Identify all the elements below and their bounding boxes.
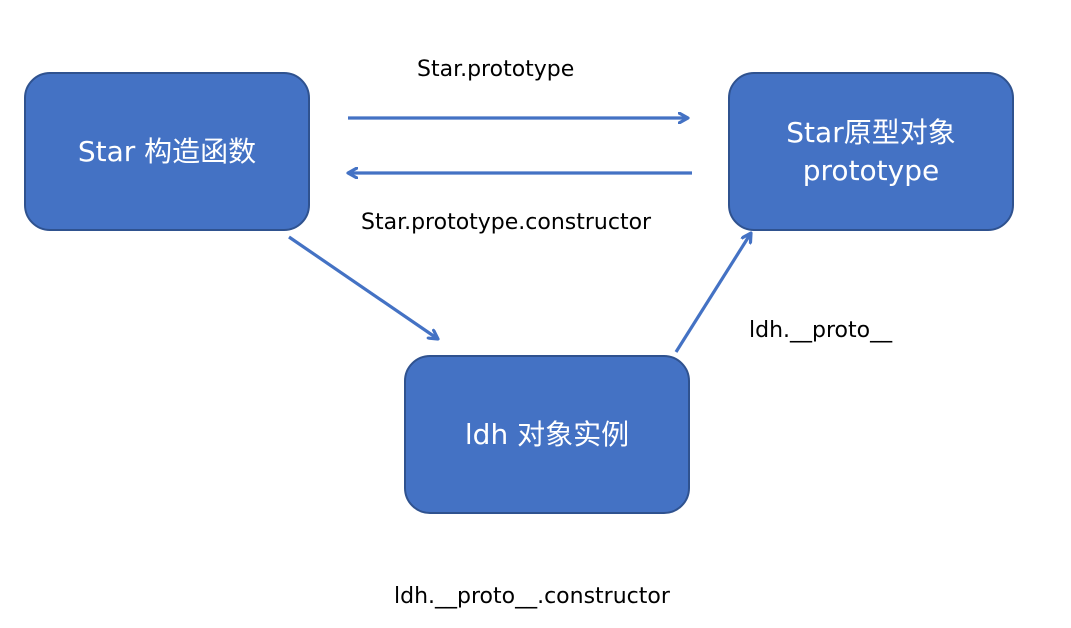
arrow-ldh-to-prototype [674,233,751,353]
ldh-instance-node: ldh 对象实例 [404,355,690,514]
edge-label-ldh-proto-constructor: ldh.__proto__.constructor [394,584,670,609]
arrow-star-to-ldh [288,235,438,339]
star-prototype-title: Star原型对象 [786,115,956,149]
star-prototype-subtitle: prototype [802,153,940,187]
star-prototype-node: Star原型对象 prototype [728,72,1014,231]
edge-label-star-prototype: Star.prototype [417,57,575,82]
edge-label-prototype-constructor: Star.prototype.constructor [361,210,652,235]
edge-label-ldh-proto: ldh.__proto__ [749,318,893,343]
star-constructor-label: Star 构造函数 [77,134,257,168]
ldh-instance-label: ldh 对象实例 [464,417,630,451]
star-constructor-node: Star 构造函数 [24,72,310,231]
